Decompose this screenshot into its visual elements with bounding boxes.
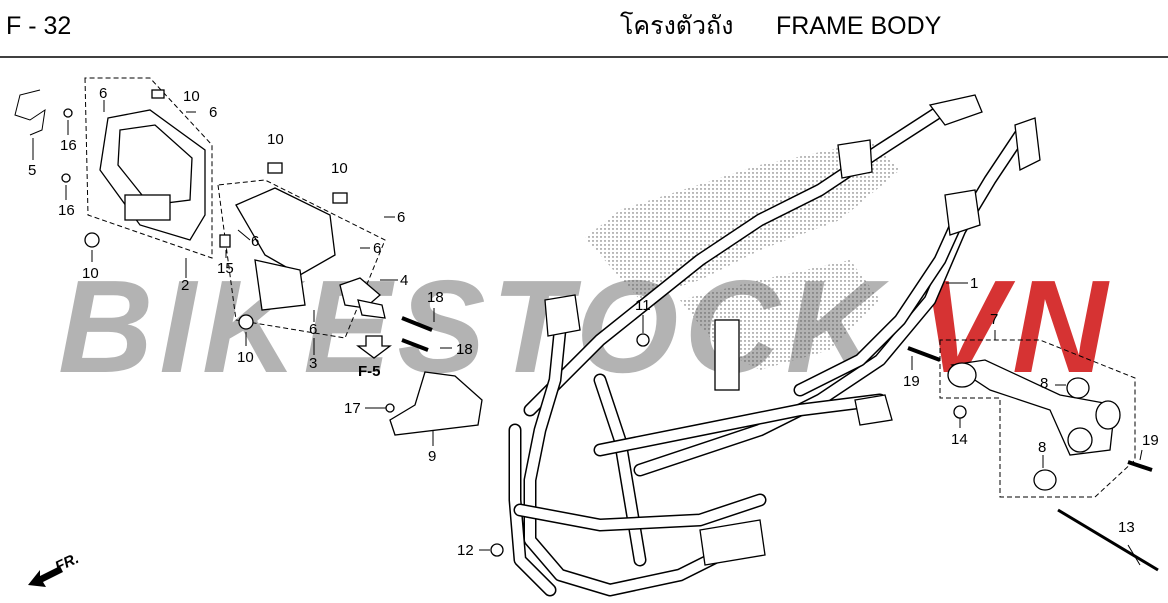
callout-15: 15 — [217, 260, 234, 277]
reference-label: F-5 — [358, 363, 381, 380]
page-title-thai: โครงตัวถัง — [620, 11, 733, 40]
callout-3: 3 — [309, 355, 317, 372]
nut-10-left — [84, 232, 100, 248]
lower-cover-part — [235, 187, 336, 311]
nut-12 — [490, 543, 504, 557]
callout-16-b: 16 — [58, 202, 75, 219]
callout-10-d: 10 — [82, 265, 99, 282]
callout-16-a: 16 — [60, 137, 77, 154]
callout-10-b: 10 — [267, 131, 284, 148]
frame-shading-upper — [585, 140, 900, 300]
clip-15 — [219, 234, 231, 248]
page-title-en: FRAME BODY — [776, 12, 942, 40]
callout-13: 13 — [1118, 519, 1135, 536]
screw-16-b — [61, 173, 71, 183]
clip-10-b — [332, 192, 348, 204]
bolt-18-upper — [401, 316, 433, 332]
callout-18-a: 18 — [427, 289, 444, 306]
callout-4: 4 — [400, 272, 408, 289]
callout-5: 5 — [28, 162, 36, 179]
main-frame — [508, 94, 1041, 597]
callout-19-a: 19 — [903, 373, 920, 390]
front-direction-arrow — [28, 566, 63, 587]
callout-19-b: 19 — [1142, 432, 1159, 449]
callout-12: 12 — [457, 542, 474, 559]
bolt-19-left — [907, 346, 941, 362]
callout-10-e: 10 — [237, 349, 254, 366]
nut-10-mid — [238, 314, 254, 330]
callout-9: 9 — [428, 448, 436, 465]
clip-10-a — [267, 162, 283, 174]
front-direction-label: FR. — [53, 550, 82, 576]
callout-6-e: 6 — [251, 233, 259, 250]
bracket-part — [339, 277, 381, 309]
callout-14: 14 — [951, 431, 968, 448]
inner-cover-part — [99, 109, 206, 241]
callout-6-f: 6 — [309, 321, 317, 338]
bolt-18-lower — [401, 338, 429, 352]
hook-part — [14, 89, 46, 136]
long-bolt-13 — [1057, 508, 1159, 572]
callout-18-b: 18 — [456, 341, 473, 358]
callout-8-a: 8 — [1040, 375, 1048, 392]
stay-bracket-part — [389, 371, 483, 436]
reference-arrow — [356, 335, 392, 359]
screw-16-a — [63, 108, 73, 118]
callout-10-c: 10 — [331, 160, 348, 177]
screw-17 — [385, 403, 395, 413]
callout-8-b: 8 — [1038, 439, 1046, 456]
callout-6-d: 6 — [373, 240, 381, 257]
callout-6-a: 6 — [99, 85, 107, 102]
callout-1: 1 — [970, 275, 978, 292]
callout-6-b: 6 — [209, 104, 217, 121]
callout-6-c: 6 — [397, 209, 405, 226]
callout-7: 7 — [990, 311, 998, 328]
rubber-bush-lower — [1033, 469, 1057, 491]
rubber-bush-upper — [1066, 377, 1090, 399]
group-box-7 — [939, 339, 1136, 498]
nut-14 — [953, 405, 967, 419]
callout-11: 11 — [635, 297, 651, 314]
callout-2: 2 — [181, 277, 189, 294]
clip-10-top — [151, 89, 165, 99]
callout-numbers: 1 2 3 4 5 6 6 6 6 6 6 7 8 8 9 10 10 10 1… — [28, 85, 1159, 559]
nut-11 — [636, 333, 650, 347]
callout-17: 17 — [344, 400, 361, 417]
clip-part — [357, 299, 386, 319]
group-box-2 — [84, 77, 213, 259]
callout-10-a: 10 — [183, 88, 200, 105]
bolt-19-right — [1127, 460, 1153, 472]
leader-lines — [32, 100, 1143, 566]
engine-hanger-part — [947, 359, 1121, 456]
page-code: F - 32 — [6, 12, 71, 40]
